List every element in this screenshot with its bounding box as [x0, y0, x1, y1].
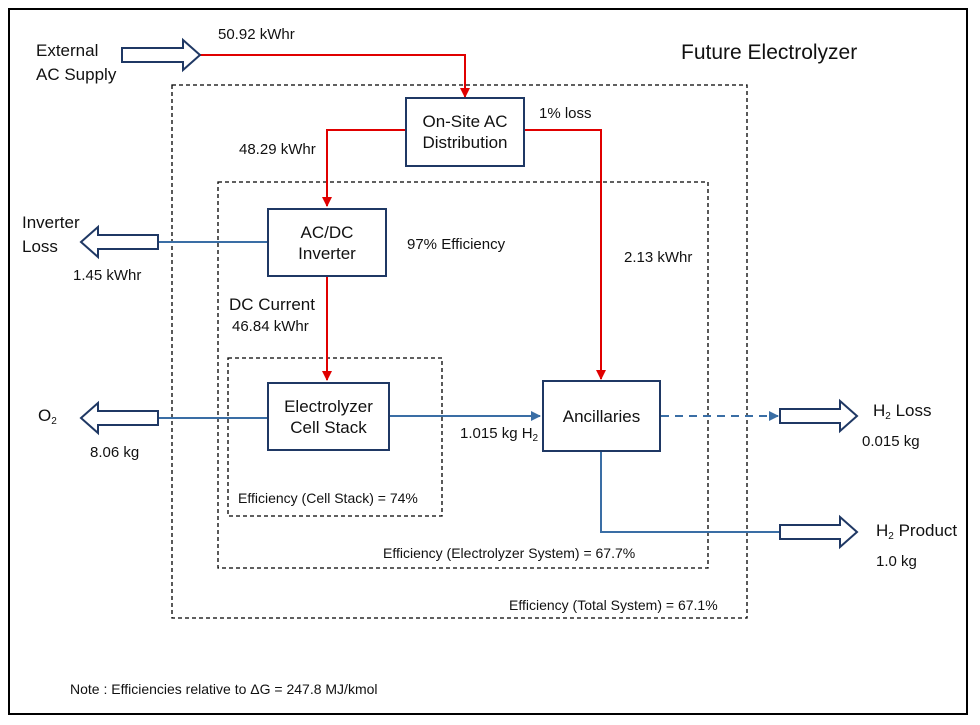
dc-current-energy: 46.84 kWhr — [232, 318, 309, 335]
cell-stack-boundary — [227, 357, 443, 517]
h2-from-stack: 1.015 kg H2 — [460, 425, 538, 448]
inverter-line1: AC/DC — [300, 222, 354, 242]
h2-loss-label: H2 Loss — [873, 402, 931, 426]
ac-distribution-line2: Distribution — [422, 133, 508, 152]
h2-product-arrow-icon — [779, 514, 859, 550]
ancillaries-to-product-line — [600, 452, 780, 533]
external-ac-arrow-icon — [121, 37, 202, 73]
o2-label-text: O — [38, 406, 52, 425]
inverter-line2: Inverter — [298, 243, 356, 263]
ancillaries-box: Ancillaries — [542, 380, 661, 452]
diagram-title: Future Electrolyzer — [681, 41, 858, 64]
h2-from-stack-sub: 2 — [532, 433, 539, 444]
inverter-loss-value: 1.45 kWhr — [73, 267, 142, 284]
h2-loss-sub: 2 — [885, 411, 891, 422]
cell-stack-efficiency: Efficiency (Cell Stack) = 74% — [238, 490, 418, 506]
h2-product-label: H2 Product — [876, 522, 957, 546]
to-inverter-energy: 48.29 kWhr — [239, 141, 316, 158]
h2-loss-h: H — [873, 401, 886, 420]
ac-distribution-line1: On-Site AC — [422, 112, 508, 131]
o2-label: O2 — [38, 407, 57, 431]
o2-label-sub: 2 — [51, 416, 57, 427]
distribution-loss: 1% loss — [539, 105, 592, 122]
h2-product-value: 1.0 kg — [876, 553, 917, 570]
h2-from-stack-value: 1.015 kg H — [460, 425, 533, 442]
to-ancillaries-energy: 2.13 kWhr — [624, 249, 693, 266]
total-system-efficiency: Efficiency (Total System) = 67.1% — [509, 597, 718, 613]
inverter-box: AC/DC Inverter — [267, 208, 387, 277]
h2-loss-rest: Loss — [890, 401, 932, 420]
h2-product-sub: 2 — [888, 531, 894, 542]
inverter-efficiency: 97% Efficiency — [407, 236, 506, 253]
diagram-frame — [8, 8, 968, 715]
electrolyzer-system-boundary — [217, 181, 709, 569]
dc-current-label: DC Current — [229, 295, 315, 314]
efficiency-note: Note : Efficiencies relative to ΔG = 247… — [70, 681, 378, 697]
electrolyzer-system-efficiency: Efficiency (Electrolyzer System) = 67.7% — [383, 545, 636, 561]
h2-loss-arrow-icon — [779, 398, 859, 434]
ancillaries-label: Ancillaries — [562, 406, 641, 426]
o2-arrow-icon — [79, 400, 159, 436]
external-ac-line2: AC Supply — [36, 65, 117, 84]
inverter-loss-line1: Inverter — [22, 213, 80, 232]
distribution-to-inverter-line — [322, 129, 405, 207]
inverter-loss-line2: Loss — [22, 237, 58, 256]
ac-distribution-box: On-Site AC Distribution — [405, 97, 525, 167]
h2-loss-value: 0.015 kg — [862, 433, 920, 450]
external-ac-energy: 50.92 kWhr — [218, 26, 295, 43]
external-ac-line1: External — [36, 41, 99, 60]
inverter-loss-arrow-icon — [79, 224, 159, 260]
external-ac-to-distribution-line — [200, 54, 470, 98]
h2-product-h: H — [876, 521, 889, 540]
distribution-to-ancillaries-line — [525, 129, 606, 380]
cell-stack-line2: Cell Stack — [290, 417, 367, 437]
h2-product-rest: Product — [893, 521, 958, 540]
cell-stack-box: Electrolyzer Cell Stack — [267, 382, 390, 451]
cell-stack-line1: Electrolyzer — [284, 396, 373, 416]
o2-value: 8.06 kg — [90, 444, 140, 461]
total-system-boundary — [171, 84, 748, 619]
